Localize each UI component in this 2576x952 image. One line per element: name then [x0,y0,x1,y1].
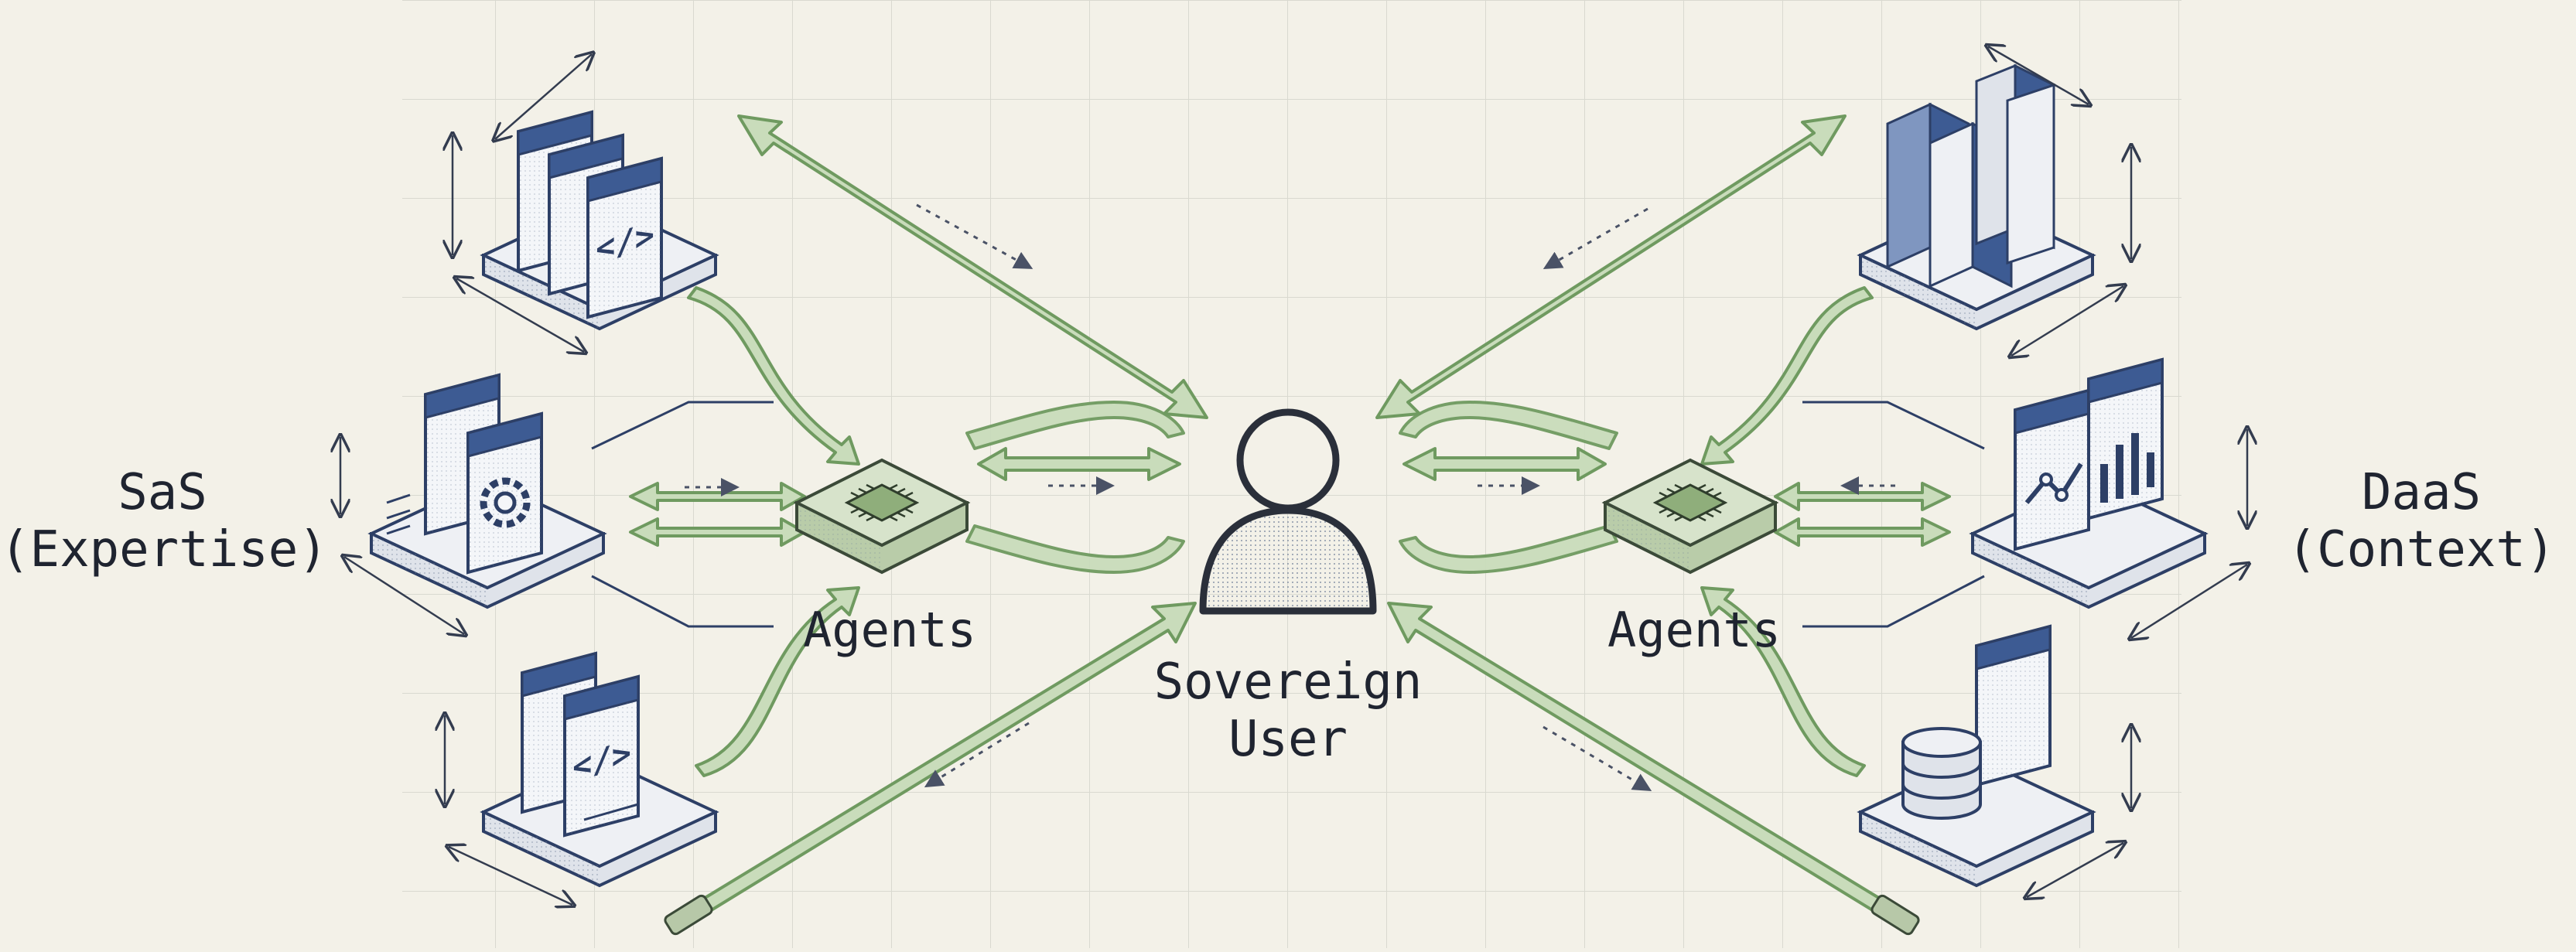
right-group-label: DaaS (Context) [2267,464,2576,578]
right-group-subtitle: (Context) [2287,521,2556,578]
dotted-flow-hints [685,203,1895,792]
dimension-lines-left [340,54,592,905]
dimension-lines-right [1988,46,2247,897]
left-agents-label: Agents [803,602,976,658]
right-agents-label: Agents [1607,602,1781,658]
user-label-line2: User [1228,711,1348,768]
service-tile-left-bottom [482,652,717,887]
cable-plug-icon [664,894,1920,936]
service-tile-right-top [1859,63,2094,330]
left-group-label: SaS (Expertise) [0,464,328,578]
service-tile-right-middle [1971,358,2206,609]
user-label: Sovereign User [1133,653,1443,768]
connector-lines [591,401,1985,628]
user-label-line1: Sovereign [1153,653,1423,711]
service-tile-right-bottom [1859,625,2094,887]
service-tile-left-middle [370,374,605,609]
left-group-title: SaS [118,464,207,521]
right-group-title: DaaS [2361,464,2482,521]
user-icon [1199,408,1377,615]
left-group-subtitle: (Expertise) [0,521,328,578]
flow-arrows [629,114,1951,926]
